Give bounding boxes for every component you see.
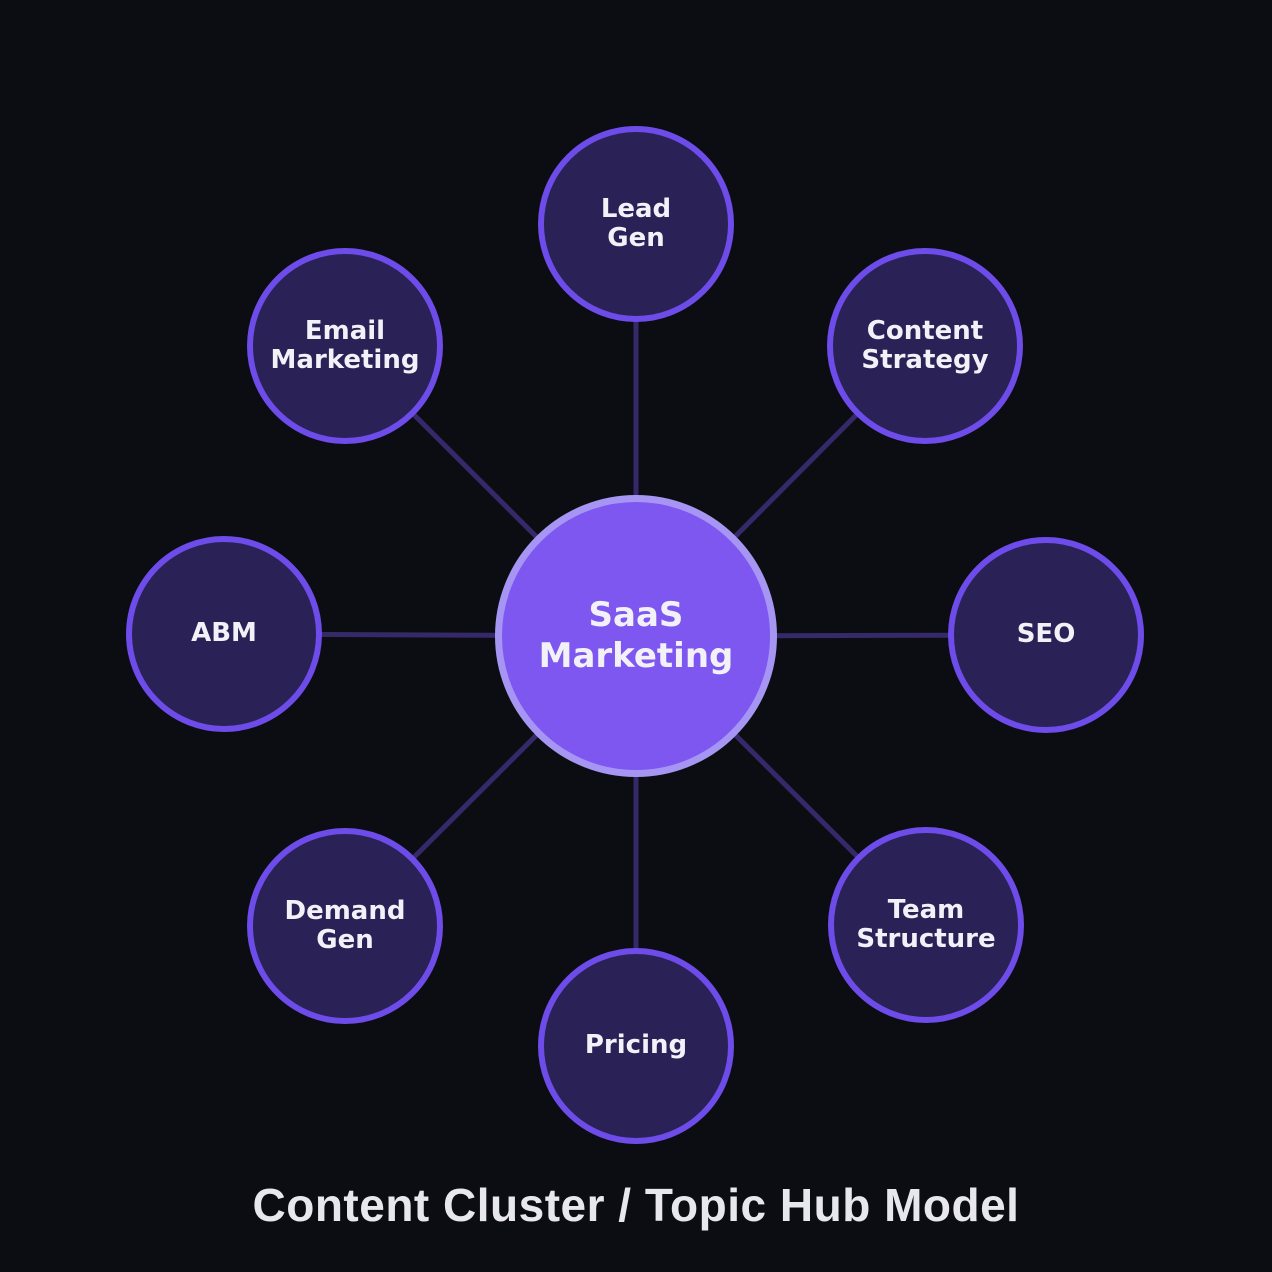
node-pricing-label: Pricing <box>584 1030 688 1061</box>
node-demand-gen: Demand Gen <box>247 828 443 1024</box>
node-team-structure-label: Team Structure <box>856 894 996 954</box>
node-lead-gen-label: Lead Gen <box>600 193 672 253</box>
node-email-marketing-label: Email Marketing <box>270 315 420 375</box>
node-email-marketing: Email Marketing <box>247 248 443 444</box>
node-abm: ABM <box>126 536 322 732</box>
node-pricing: Pricing <box>538 948 734 1144</box>
node-team-structure: Team Structure <box>828 827 1024 1023</box>
node-lead-gen: Lead Gen <box>538 126 734 322</box>
node-seo: SEO <box>948 537 1144 733</box>
node-content-strategy: Content Strategy <box>827 248 1023 444</box>
node-abm-label: ABM <box>191 618 257 649</box>
hub-label: SaaS Marketing <box>538 595 734 676</box>
node-content-strategy-label: Content Strategy <box>861 315 989 375</box>
node-hub-saas-marketing: SaaS Marketing <box>495 495 777 777</box>
diagram-title: Content Cluster / Topic Hub Model <box>252 1179 1020 1231</box>
node-seo-label: SEO <box>1016 619 1076 650</box>
node-demand-gen-label: Demand Gen <box>284 895 406 955</box>
